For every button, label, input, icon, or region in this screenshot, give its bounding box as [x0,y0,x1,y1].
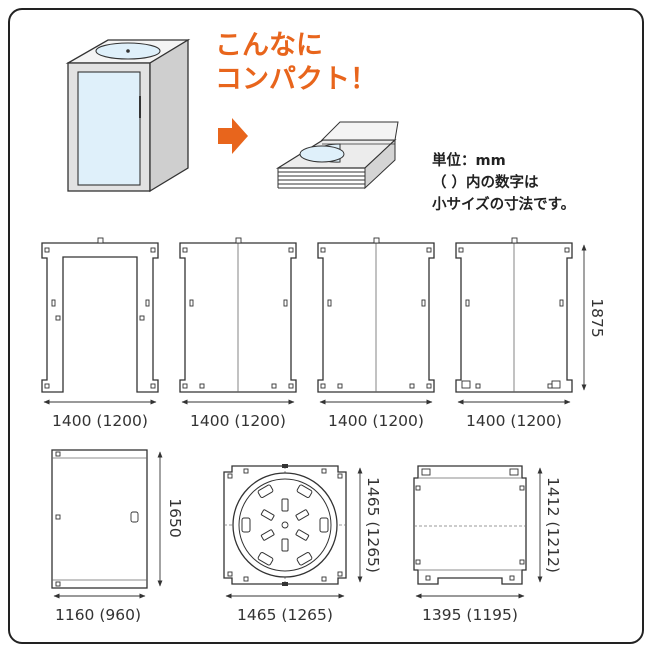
base-drawing [413,465,527,585]
door-height-label: 1650 [166,498,184,537]
unit-label: 単位：mm [432,151,506,169]
side-panel-b-drawing [455,237,573,393]
unit-note-paren: （ ）内の数字は [432,173,539,191]
side-panel-a-width-label: 1400 (1200) [328,412,424,430]
assembled-booth-illustration [65,38,191,193]
roof-drawing [223,464,347,586]
roof-width-label: 1465 (1265) [237,606,333,624]
side-panel-a-drawing [317,237,435,393]
front-panel-width-label: 1400 (1200) [52,412,148,430]
flat-packed-stack-illustration [275,121,399,190]
back-panel-width-label: 1400 (1200) [190,412,286,430]
base-width-label: 1395 (1195) [422,606,518,624]
side-panel-b-width-label: 1400 (1200) [466,412,562,430]
catchphrase-line1: こんなに [215,30,323,61]
door-width-label: 1160 (960) [55,606,141,624]
roof-depth-label: 1465 (1265) [364,477,382,573]
base-depth-label: 1412 (1212) [544,477,562,573]
panel-height-label: 1875 [588,298,606,337]
front-panel-drawing [41,237,159,393]
catchphrase-line2: コンパクト！ [215,64,377,95]
unit-note-small-size: 小サイズの寸法です。 [432,195,575,213]
orange-arrow-icon [218,118,248,154]
door-drawing [51,449,148,589]
back-panel-drawing [179,237,297,393]
